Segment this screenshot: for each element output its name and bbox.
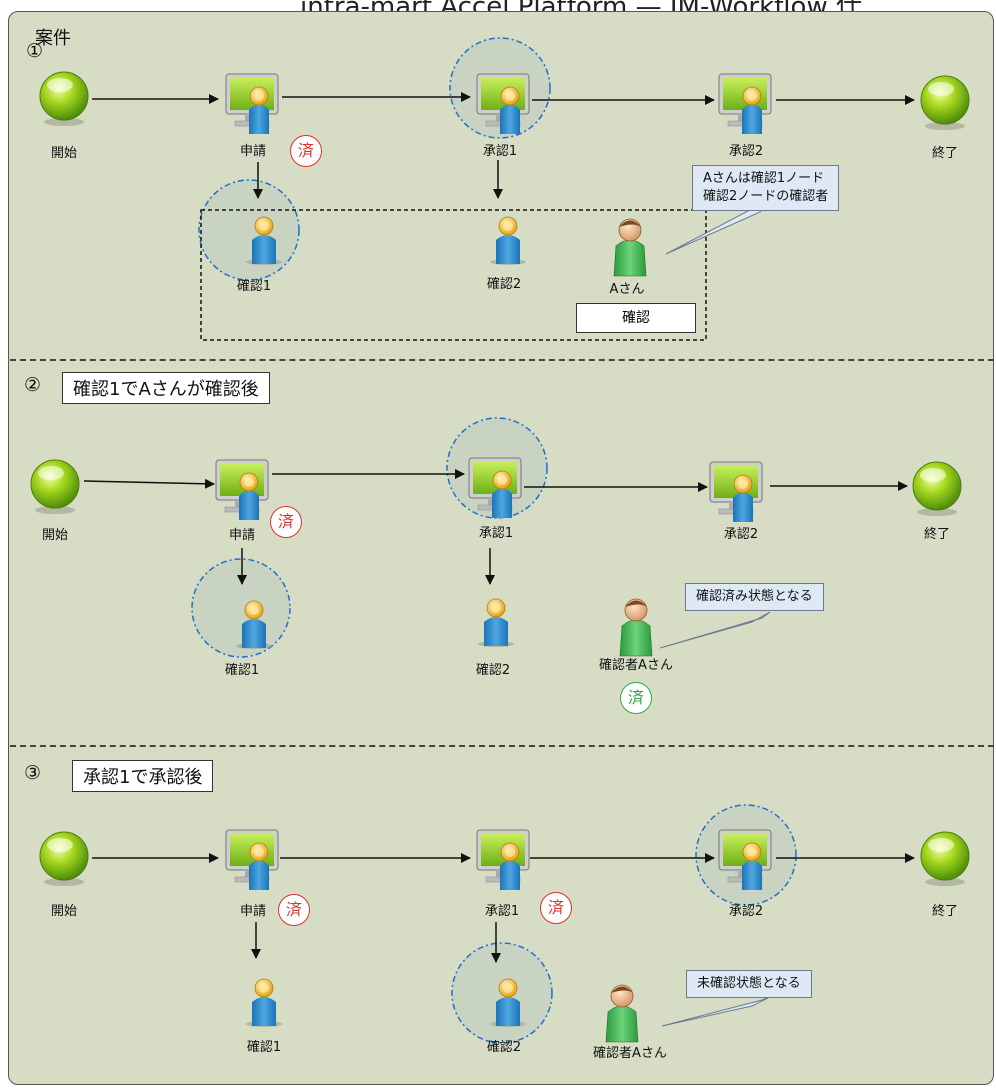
- end-node: [912, 461, 962, 517]
- confirm-button[interactable]: 確認: [576, 303, 696, 333]
- confirm2-label: 確認2: [475, 663, 511, 678]
- start-label: 開始: [50, 146, 78, 161]
- apply-label: 申請: [239, 144, 267, 159]
- confirmer-a-label: 確認者Aさん: [599, 658, 673, 673]
- end-label: 終了: [923, 527, 951, 542]
- confirm1-label: 確認1: [224, 663, 260, 678]
- confirmer-a: [605, 984, 639, 1043]
- end-label: 終了: [931, 904, 959, 919]
- confirm1-person: [245, 978, 283, 1028]
- confirmer-a: [619, 598, 653, 657]
- callout-pointer: [661, 995, 773, 1027]
- section-2-label: 確認1でAさんが確認後: [62, 372, 270, 404]
- section-2-diagram: [30, 417, 962, 658]
- confirm2-label: 確認2: [486, 1040, 522, 1055]
- current-confirm-ring: [198, 179, 300, 281]
- confirm1-label: 確認1: [246, 1040, 282, 1055]
- confirmed-badge: 済: [620, 682, 652, 714]
- end-node: [920, 831, 970, 887]
- done-badge: 済: [540, 892, 572, 924]
- confirm2-person: [477, 598, 515, 648]
- approve1-label: 承認1: [482, 144, 518, 159]
- approve1-label: 承認1: [484, 904, 520, 919]
- approve2-node: [718, 73, 772, 135]
- callout-section3: 未確認状態となる: [686, 970, 812, 998]
- panel-title: 案件: [35, 28, 71, 49]
- confirm2-person: [489, 216, 527, 266]
- section-1-number: ①: [26, 40, 44, 62]
- start-node: [39, 831, 89, 887]
- callout-line: 確認2ノードの確認者: [703, 189, 829, 204]
- done-badge: 済: [290, 135, 322, 167]
- section-3-diagram: [39, 804, 970, 1044]
- section-divider: [10, 745, 994, 747]
- confirmed-ring: [191, 558, 291, 658]
- section-divider: [10, 359, 994, 361]
- section-2-number: ②: [24, 374, 42, 396]
- start-label: 開始: [50, 904, 78, 919]
- approve2-node: [709, 461, 763, 523]
- approve2-label: 承認2: [723, 527, 759, 542]
- apply-label: 申請: [239, 904, 267, 919]
- approve2-label: 承認2: [728, 144, 764, 159]
- callout-pointer: [659, 611, 771, 649]
- approve1-label: 承認1: [478, 526, 514, 541]
- apply-node: [225, 829, 279, 891]
- end-label: 終了: [931, 146, 959, 161]
- confirm2-label: 確認2: [486, 277, 522, 292]
- apply-node: [225, 73, 279, 135]
- end-node: [920, 75, 970, 131]
- approve2-label: 承認2: [728, 904, 764, 919]
- apply-node: [215, 459, 269, 521]
- user-a: [613, 218, 647, 277]
- section-3-label: 承認1で承認後: [72, 760, 214, 792]
- start-label: 開始: [41, 528, 69, 543]
- apply-label: 申請: [228, 528, 256, 543]
- section-3-number: ③: [24, 762, 42, 784]
- confirmer-group: [200, 209, 707, 341]
- confirmer-a-label: 確認者Aさん: [593, 1046, 667, 1061]
- user-a-label: Aさん: [609, 282, 645, 297]
- confirm1-label: 確認1: [236, 279, 272, 294]
- callout-section1: Aさんは確認1ノード 確認2ノードの確認者: [692, 165, 840, 211]
- done-badge: 済: [270, 506, 302, 538]
- callout-section2: 確認済み状態となる: [685, 583, 824, 611]
- done-badge: 済: [278, 894, 310, 926]
- callout-line: Aさんは確認1ノード: [703, 171, 825, 186]
- start-node: [39, 71, 89, 127]
- start-node: [30, 459, 80, 515]
- approve1-node: [476, 829, 530, 891]
